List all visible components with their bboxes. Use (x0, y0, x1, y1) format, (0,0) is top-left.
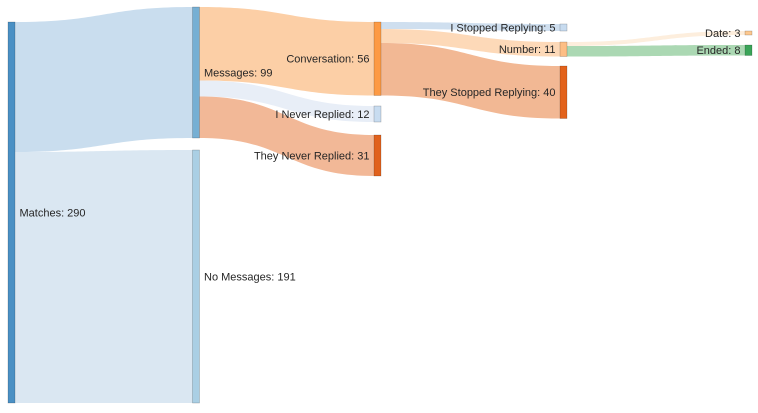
flow-messages-to-they-never-replied[interactable] (199, 96, 375, 177)
node-label-i-never-replied: I Never Replied: 12 (275, 109, 369, 121)
flow-conversation-to-number[interactable] (381, 29, 560, 57)
node-ended[interactable] (744, 44, 753, 56)
flow-messages-to-i-never-replied[interactable] (199, 80, 375, 123)
node-messages[interactable] (192, 6, 200, 139)
node-label-date: Date: 3 (705, 28, 740, 40)
flow-matches-to-no-messages[interactable] (15, 150, 193, 403)
node-label-ended: Ended: 8 (696, 45, 740, 57)
flow-number-to-ended[interactable] (567, 45, 745, 57)
node-date[interactable] (744, 30, 753, 36)
node-they-never-replied[interactable] (373, 134, 382, 177)
node-label-no-messages: No Messages: 191 (204, 271, 296, 283)
node-label-number: Number: 11 (499, 44, 556, 56)
sankey-nodes (7, 6, 753, 404)
node-label-conversation: Conversation: 56 (286, 54, 369, 66)
flow-conversation-to-i-stopped-replying[interactable] (381, 22, 560, 31)
sankey-node-labels: Matches: 290 Messages: 99 No Messages: 191… (20, 22, 741, 283)
node-i-stopped-replying[interactable] (559, 23, 568, 32)
node-no-messages[interactable] (192, 149, 200, 404)
flow-messages-to-conversation[interactable] (199, 7, 375, 96)
node-label-they-stopped-replying: They Stopped Replying: 40 (423, 87, 556, 99)
node-they-stopped-replying[interactable] (559, 65, 568, 119)
node-conversation[interactable] (373, 21, 382, 96)
node-number[interactable] (559, 41, 568, 57)
node-i-never-replied[interactable] (373, 105, 382, 123)
node-label-messages: Messages: 99 (204, 67, 272, 79)
node-label-i-stopped-replying: I Stopped Replying: 5 (450, 22, 555, 34)
flow-conversation-to-they-stopped-replying[interactable] (381, 43, 560, 119)
node-matches[interactable] (7, 21, 16, 404)
flow-number-to-date[interactable] (567, 31, 745, 46)
node-label-matches: Matches: 290 (20, 207, 86, 219)
node-label-they-never-replied: They Never Replied: 31 (254, 150, 370, 162)
flow-matches-to-messages[interactable] (15, 7, 193, 152)
sankey-flows (15, 7, 745, 403)
